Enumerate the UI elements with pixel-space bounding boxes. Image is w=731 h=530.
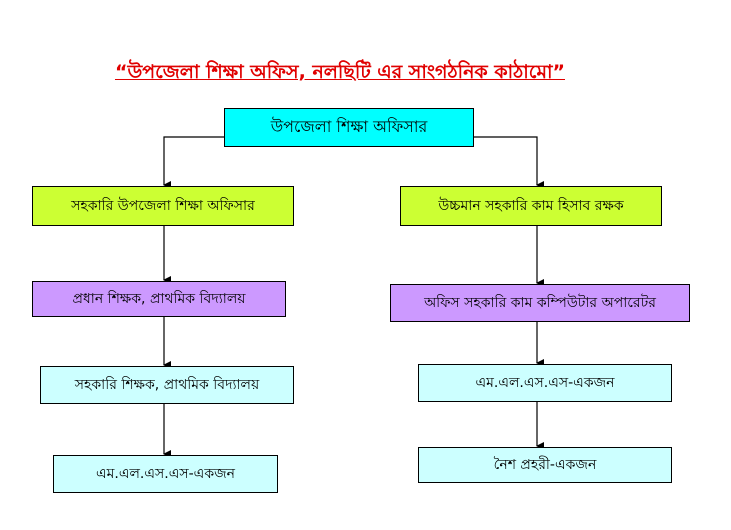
node-office-assistant-computer-operator: অফিস সহকারি কাম কম্পিউটার অপারেটর — [390, 284, 690, 322]
node-mlss-right: এম.এল.এস.এস-একজন — [418, 364, 672, 402]
connector-top-left — [163, 136, 224, 189]
node-head-teacher: প্রধান শিক্ষক, প্রাথমিক বিদ্যালয় — [32, 281, 286, 317]
node-assistant-upazila-education-officer: সহকারি উপজেলা শিক্ষা অফিসার — [32, 186, 294, 226]
connector-top-right — [474, 136, 544, 189]
chart-title: “উপজেলা শিক্ষা অফিস, নলছিটি এর সাংগঠনিক … — [114, 61, 565, 83]
node-assistant-teacher: সহকারি শিক্ষক, প্রাথমিক বিদ্যালয় — [40, 366, 294, 404]
node-night-guard: নৈশ প্রহরী-একজন — [418, 447, 672, 483]
node-mlss-left: এম.এল.এস.এস-একজন — [53, 455, 278, 493]
node-upper-division-assistant: উচ্চমান সহকারি কাম হিসাব রক্ষক — [400, 186, 662, 226]
node-upazila-education-officer: উপজেলা শিক্ষা অফিসার — [224, 108, 474, 147]
